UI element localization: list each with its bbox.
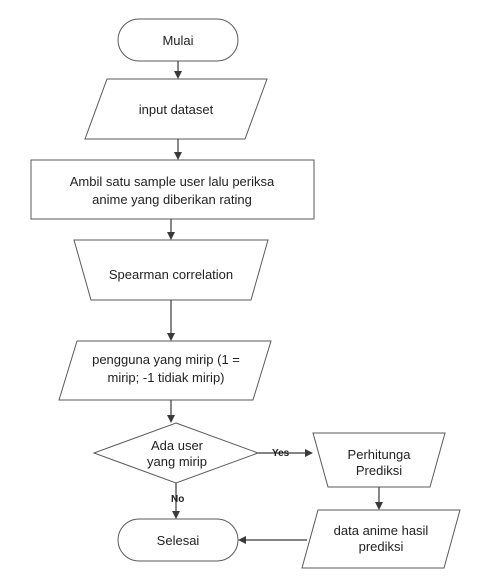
- node-spearman: Spearman correlation: [73, 239, 269, 301]
- edge-result-to-end: [238, 536, 307, 544]
- node-input: input dataset: [84, 78, 268, 140]
- node-calc: Perhitunga Prediksi: [312, 432, 446, 488]
- edge-spearman-to-similar: [167, 300, 175, 341]
- edge-start-to-input: [174, 61, 182, 79]
- edge-no-label: No: [171, 494, 184, 505]
- node-calc-label-line-1: Perhitunga: [348, 447, 412, 462]
- edge-similar-to-decision: [167, 400, 175, 423]
- node-calc-label-line-2: Prediksi: [356, 463, 402, 478]
- node-result-label-line-1: data anime hasil: [334, 523, 429, 538]
- node-end-label: Selesai: [157, 533, 200, 548]
- node-decision: Ada user yang mirip: [92, 422, 260, 484]
- node-similar-users-label-line-1: pengguna yang mirip (1 =: [92, 352, 240, 367]
- node-start: Mulai: [117, 18, 239, 62]
- node-input-label: input dataset: [139, 102, 214, 117]
- node-spearman-label: Spearman correlation: [109, 267, 233, 282]
- node-result: data anime hasil prediksi: [301, 509, 461, 569]
- edge-decision-yes: Yes: [258, 448, 313, 459]
- node-sample-label-line-2: anime yang diberikan rating: [92, 192, 252, 207]
- node-decision-label-line-1: Ada user: [151, 438, 204, 453]
- node-end: Selesai: [117, 518, 239, 562]
- node-similar-users-label-line-2: mirip; -1 tidiak mirip): [107, 370, 224, 385]
- node-sample: Ambil satu sample user lalu periksa anim…: [30, 159, 315, 220]
- node-decision-label-line-2: yang mirip: [147, 454, 207, 469]
- node-sample-label-line-1: Ambil satu sample user lalu periksa: [70, 174, 275, 189]
- edge-sample-to-spearman: [167, 219, 175, 240]
- node-similar-users: pengguna yang mirip (1 = mirip; -1 tidia…: [58, 340, 272, 401]
- edge-yes-label: Yes: [272, 448, 290, 459]
- node-result-label-line-2: prediksi: [359, 539, 404, 554]
- edge-calc-to-result: [375, 487, 383, 510]
- edge-input-to-sample: [174, 139, 182, 160]
- edge-decision-no: No: [171, 483, 184, 519]
- node-start-label: Mulai: [162, 33, 193, 48]
